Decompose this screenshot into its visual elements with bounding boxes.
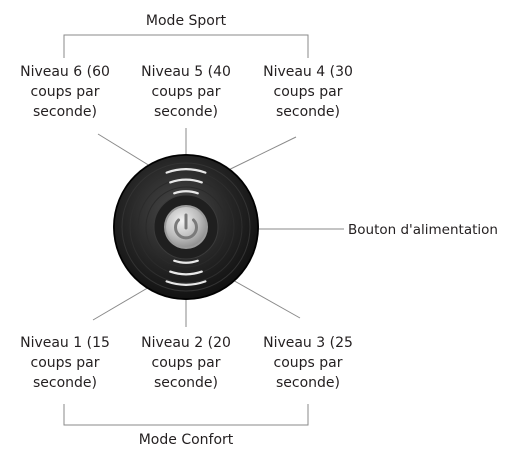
level-2-label: Niveau 2 (20 coups par seconde) xyxy=(126,333,246,393)
indicator-l2 xyxy=(169,270,203,276)
level-5-line2: coups par xyxy=(151,84,221,100)
indicator-l5 xyxy=(169,178,203,184)
level-1-line3: seconde) xyxy=(32,375,97,391)
power-icon xyxy=(174,213,198,240)
level-4-line3: seconde) xyxy=(275,104,340,120)
sport-bracket xyxy=(63,34,309,58)
level-6-label: Niveau 6 (60 coups par seconde) xyxy=(5,62,125,122)
indicator-l6 xyxy=(165,168,207,174)
level-1-line2: coups par xyxy=(30,355,100,371)
confort-level-indicators xyxy=(165,259,207,286)
indicator-l3 xyxy=(165,280,207,286)
indicator-l1 xyxy=(173,259,199,264)
level-6-line3: seconde) xyxy=(32,104,97,120)
level-2-line1: Niveau 2 (20 xyxy=(141,335,231,351)
sport-level-indicators xyxy=(165,168,207,195)
level-3-line3: seconde) xyxy=(275,375,340,391)
power-button-label: Bouton d'alimentation xyxy=(348,222,498,238)
mode-sport-label: Mode Sport xyxy=(145,13,227,29)
level-5-line1: Niveau 5 (40 xyxy=(141,64,231,80)
massage-device xyxy=(113,154,259,300)
level-2-line2: coups par xyxy=(151,355,221,371)
level-6-line1: Niveau 6 (60 xyxy=(20,64,110,80)
mode-confort-label: Mode Confort xyxy=(138,432,234,448)
level-1-label: Niveau 1 (15 coups par seconde) xyxy=(5,333,125,393)
level-2-line3: seconde) xyxy=(153,375,218,391)
level-4-line1: Niveau 4 (30 xyxy=(263,64,353,80)
level-5-line3: seconde) xyxy=(153,104,218,120)
power-button[interactable] xyxy=(164,205,208,249)
level-6-line2: coups par xyxy=(30,84,100,100)
level-4-line2: coups par xyxy=(273,84,343,100)
level-4-label: Niveau 4 (30 coups par seconde) xyxy=(248,62,368,122)
level-3-label: Niveau 3 (25 coups par seconde) xyxy=(248,333,368,393)
level-5-label: Niveau 5 (40 coups par seconde) xyxy=(126,62,246,122)
level-3-line1: Niveau 3 (25 xyxy=(263,335,353,351)
level-3-line2: coups par xyxy=(273,355,343,371)
confort-bracket xyxy=(63,404,309,426)
indicator-l4 xyxy=(173,190,199,195)
level-1-line1: Niveau 1 (15 xyxy=(20,335,110,351)
